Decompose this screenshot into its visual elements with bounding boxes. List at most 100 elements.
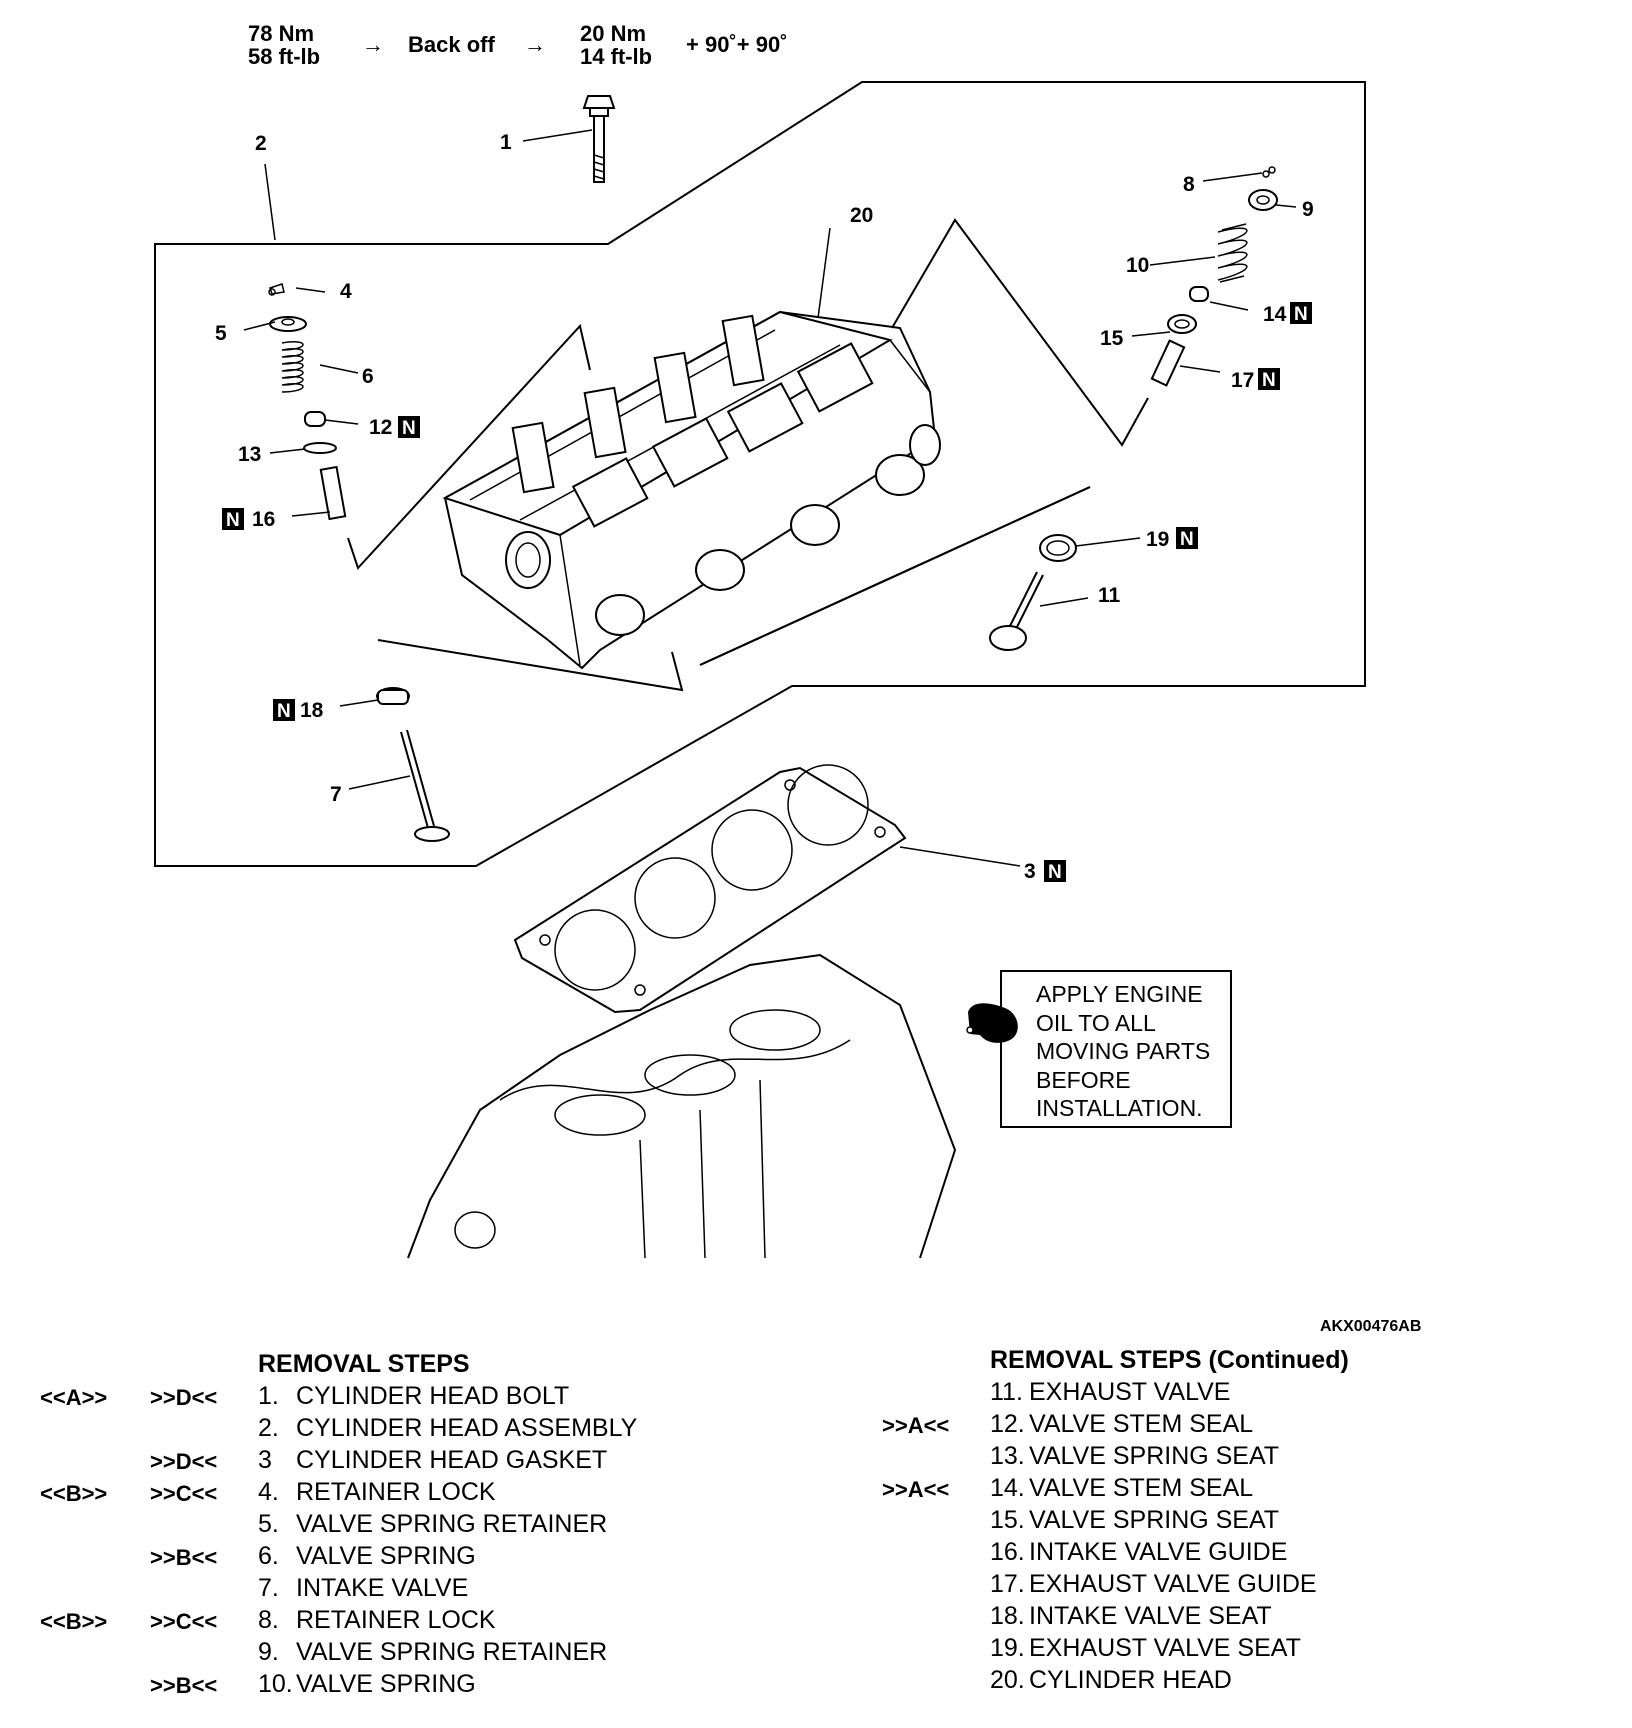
valve-spring-exhaust (1217, 223, 1248, 283)
oil-note-line-3: MOVING PARTS (1036, 1038, 1211, 1064)
svg-text:N: N (1294, 304, 1308, 325)
figure-code: AKX00476AB (1320, 1318, 1422, 1335)
step-text: VALVE SPRING (296, 1542, 476, 1570)
torque-backoff: Back off (408, 32, 495, 57)
removal-steps-right: REMOVAL STEPS (Continued) 11.EXHAUST VAL… (880, 1346, 1600, 1706)
svg-text:N: N (1262, 370, 1276, 391)
oil-note-line-4: BEFORE (1036, 1066, 1131, 1093)
step-number: 19. (990, 1634, 1025, 1662)
oil-note-line-2: OIL TO ALL (1036, 1009, 1156, 1036)
step-text: CYLINDER HEAD ASSEMBLY (296, 1414, 638, 1442)
oil-note-box (1000, 970, 1232, 1128)
combustion-chambers (595, 454, 925, 636)
step-number: 2. (258, 1414, 279, 1442)
camshaft-towers (511, 314, 874, 528)
svg-text:N: N (226, 510, 240, 531)
callout-9: 9 (1302, 198, 1314, 221)
new-part-badge-14: N (1290, 302, 1312, 325)
exploded-view-diagram: 78 Nm 58 ft-lb → Back off → 20 Nm 14 ft-… (154, 21, 1366, 1259)
callout-11: 11 (1098, 584, 1121, 607)
callout-16: 16 (252, 508, 275, 531)
removal-procedure-ref: <<B>> (40, 1481, 108, 1506)
oil-note: APPLY ENGINE OIL TO ALL MOVING PARTS BEF… (1036, 980, 1210, 1123)
new-part-badge-16: N (222, 508, 244, 531)
step-text: CYLINDER HEAD GASKET (296, 1446, 608, 1474)
retainer-lock-intake (268, 283, 285, 296)
exhaust-valve-guide (1150, 339, 1186, 387)
new-part-badge-18: N (273, 699, 295, 722)
svg-text:N: N (1180, 529, 1194, 550)
torque-step2-ftlb: 14 ft-lb (580, 44, 652, 69)
removal-steps-heading: REMOVAL STEPS (258, 1350, 470, 1378)
step-text: CYLINDER HEAD BOLT (296, 1382, 570, 1410)
step-number: 7. (258, 1574, 279, 1602)
step-text: RETAINER LOCK (296, 1478, 496, 1506)
new-part-badge-3: N (1044, 860, 1066, 883)
step-number: 20. (990, 1666, 1025, 1694)
callout-6: 6 (362, 365, 374, 388)
new-part-badge-17: N (1258, 368, 1280, 391)
callout-17: 17 (1231, 369, 1254, 392)
removal-steps-continued-heading: REMOVAL STEPS (Continued) (990, 1346, 1349, 1374)
step-text: VALVE STEM SEAL (1029, 1410, 1254, 1438)
valve-spring-seat-intake (303, 442, 337, 454)
oil-can-icon (966, 1003, 1018, 1043)
step-number: 6. (258, 1542, 279, 1570)
installation-procedure-ref: >>C<< (150, 1609, 218, 1634)
valve-spring-retainer-exhaust (1248, 189, 1278, 211)
retainer-lock-exhaust (1262, 166, 1276, 178)
step-number: 3 (258, 1446, 272, 1474)
step-number: 12. (990, 1410, 1025, 1438)
installation-procedure-ref: >>C<< (150, 1481, 218, 1506)
callout-7: 7 (330, 783, 342, 806)
valve-spring-seat-exhaust (1167, 314, 1197, 334)
step-text: VALVE STEM SEAL (1029, 1474, 1254, 1502)
zigzag-exhaust-top (891, 218, 1149, 447)
exhaust-valve-seat (1039, 534, 1077, 562)
svg-text:N: N (1048, 862, 1062, 883)
installation-procedure-ref: >>B<< (150, 1673, 218, 1698)
callout-14: 14 (1263, 303, 1287, 326)
torque-step2-nm: 20 Nm (580, 21, 646, 46)
valve-spring-intake (281, 341, 304, 393)
torque-arrow-1: → (362, 32, 384, 57)
callout-5: 5 (215, 322, 227, 345)
step-text: INTAKE VALVE GUIDE (1029, 1538, 1288, 1566)
step-text: CYLINDER HEAD (1029, 1666, 1232, 1694)
leader-lines (243, 129, 1297, 867)
removal-procedure-ref: <<B>> (40, 1609, 108, 1634)
step-number: 18. (990, 1602, 1025, 1630)
step-text: VALVE SPRING SEAT (1029, 1506, 1280, 1534)
step-text: EXHAUST VALVE SEAT (1029, 1634, 1301, 1662)
exhaust-valve (989, 571, 1044, 651)
callout-19: 19 (1146, 528, 1169, 551)
oil-note-line-5: INSTALLATION. (1036, 1095, 1203, 1121)
step-text: VALVE SPRING RETAINER (296, 1638, 608, 1666)
valve-stem-seal-exhaust (1189, 286, 1209, 302)
step-number: 16. (990, 1538, 1025, 1566)
callout-1: 1 (500, 131, 512, 154)
step-number: 4. (258, 1478, 279, 1506)
step-number: 17. (990, 1570, 1025, 1598)
step-text: EXHAUST VALVE (1029, 1378, 1231, 1406)
installation-procedure-ref: >>A<< (882, 1413, 950, 1438)
zigzag-lower-right (699, 486, 1091, 666)
torque-arrow-2: → (524, 32, 546, 57)
torque-step1-ftlb: 58 ft-lb (248, 44, 320, 69)
new-part-badge-12: N (398, 416, 420, 439)
new-part-badge-19: N (1176, 527, 1198, 550)
step-text: VALVE SPRING SEAT (1029, 1442, 1280, 1470)
callout-15: 15 (1100, 327, 1124, 350)
step-text: VALVE SPRING (296, 1670, 476, 1698)
callout-12: 12 (369, 416, 392, 439)
step-number: 10. (258, 1670, 293, 1698)
intake-valve-guide (319, 465, 347, 521)
removal-steps-left: REMOVAL STEPS <<A>>>>D<<1.CYLINDER HEAD … (40, 1350, 780, 1710)
installation-procedure-ref: >>A<< (882, 1477, 950, 1502)
installation-procedure-ref: >>D<< (150, 1449, 218, 1474)
step-number: 5. (258, 1510, 279, 1538)
oil-note-line-1: APPLY ENGINE (1036, 981, 1203, 1007)
cylinder-head-bolt (582, 95, 616, 183)
step-number: 1. (258, 1382, 279, 1410)
callout-2: 2 (255, 132, 267, 155)
